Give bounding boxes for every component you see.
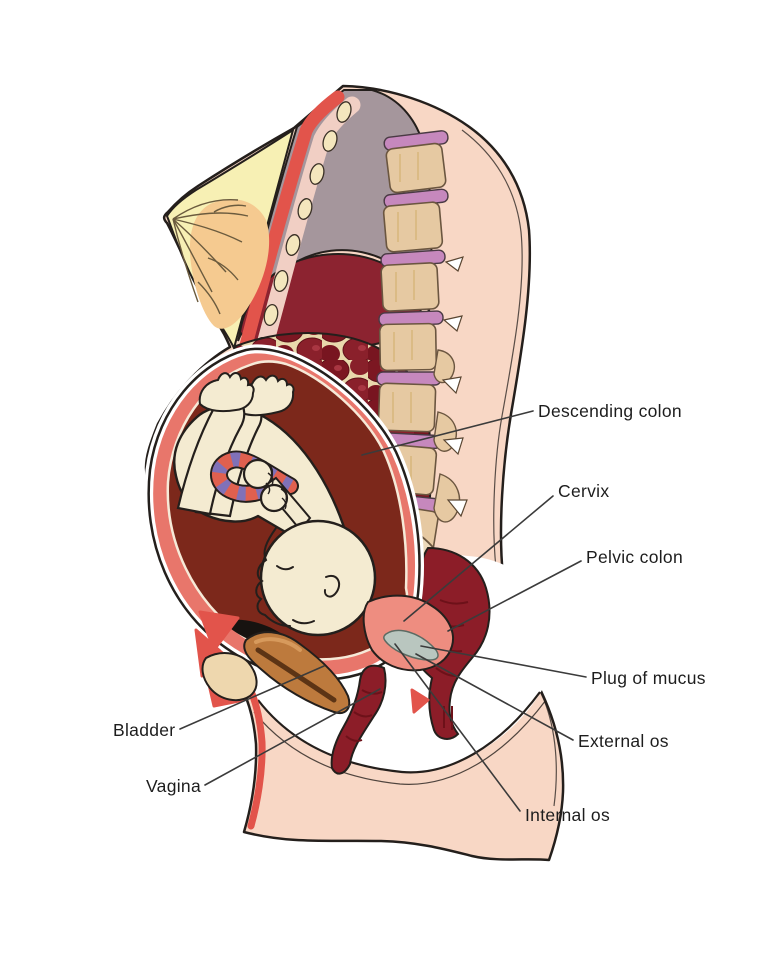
bladder-highlight [254, 637, 302, 652]
label-plug-of-mucus: Plug of mucus [591, 668, 706, 688]
label-cervix: Cervix [558, 481, 609, 501]
label-descending-colon: Descending colon [538, 401, 682, 421]
thigh-fold-inner-line [253, 699, 547, 785]
leader-internal-os [394, 643, 521, 812]
leader-descending-colon [361, 410, 534, 456]
leader-bladder [179, 665, 325, 730]
label-internal-os: Internal os [525, 805, 610, 825]
fetus-near-foot [198, 372, 255, 413]
cervix-region [330, 594, 454, 775]
back-skin-contour-line [461, 129, 557, 807]
mucus-plug-shape [383, 629, 439, 661]
label-bladder: Bladder [113, 720, 175, 740]
pectoral-muscle-band [238, 90, 345, 356]
milk-ducts [172, 198, 249, 315]
label-pelvic-colon: Pelvic colon [586, 547, 683, 567]
fetus-face [255, 527, 341, 627]
leader-plug-of-mucus [420, 645, 587, 678]
anterior-pelvis [194, 610, 430, 714]
breast [165, 127, 295, 351]
leader-external-os [415, 653, 574, 741]
labels: Descending colon Cervix Pelvic colon Plu… [113, 401, 706, 825]
fetus [173, 372, 377, 637]
fist-finger-lines [265, 462, 288, 510]
label-vagina: Vagina [146, 776, 201, 796]
fetus-fist-lower [259, 483, 289, 513]
bladder-crease [255, 647, 337, 703]
leader-cervix [403, 495, 554, 622]
spinous-processes [441, 256, 468, 518]
leader-vagina [204, 688, 381, 786]
pubic-bone-shape [201, 652, 258, 702]
thigh-fold-line [257, 691, 541, 774]
leader-lines [179, 410, 587, 812]
fetus-head [259, 519, 377, 637]
leader-pelvic-colon [447, 560, 582, 632]
label-external-os: External os [578, 731, 669, 751]
